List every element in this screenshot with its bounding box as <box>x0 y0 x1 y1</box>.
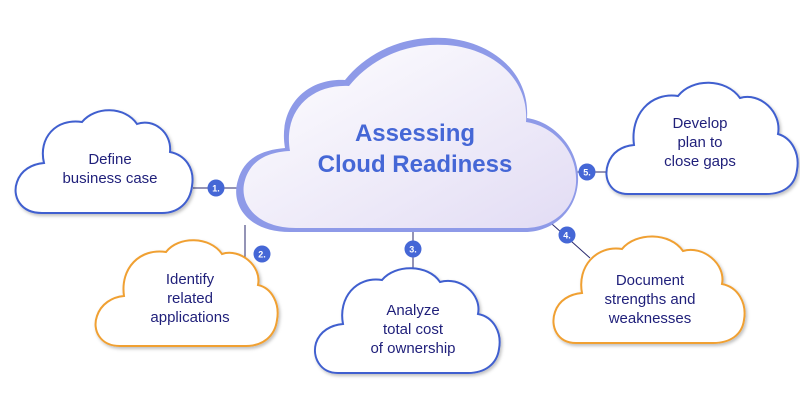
badge-4-text: 4. <box>563 231 571 241</box>
badge-5: 5. <box>578 163 596 181</box>
step-5-line-2: plan to <box>677 134 723 151</box>
step-2-line-1: Identify <box>165 271 215 288</box>
step-label-1: Define business case <box>40 150 180 188</box>
step-label-2: Identify related applications <box>120 270 260 327</box>
badge-1: 1. <box>207 179 225 197</box>
badge-3: 3. <box>404 240 422 258</box>
step-3-line-2: total cost <box>382 321 444 338</box>
step-cloud-1 <box>14 109 194 214</box>
step-cloud-3-shape <box>314 267 501 374</box>
step-label-3: Analyze total cost of ownership <box>338 301 488 358</box>
step-label-4: Document strengths and weaknesses <box>575 271 725 328</box>
badge-3-text: 3. <box>409 245 417 255</box>
center-title: Assessing Cloud Readiness <box>285 118 545 180</box>
step-4-line-1: Document <box>615 272 685 289</box>
step-cloud-1-shape <box>14 109 194 214</box>
center-title-line-1: Assessing <box>354 120 476 147</box>
step-cloud-3 <box>314 267 501 374</box>
step-1-line-1: Define <box>88 151 132 168</box>
step-4-line-3: weaknesses <box>608 310 692 327</box>
step-2-line-2: related <box>167 290 213 307</box>
badge-2-text: 2. <box>258 250 266 260</box>
step-cloud-2-shape <box>94 239 279 347</box>
badge-4: 4. <box>558 226 576 244</box>
step-2-line-3: applications <box>150 309 230 326</box>
step-cloud-4 <box>552 235 746 344</box>
badge-1-text: 1. <box>212 184 220 194</box>
step-4-line-2: strengths and <box>604 291 696 308</box>
badges: 1. 2. 3. 4. 5. <box>207 163 596 263</box>
step-5-line-1: Develop <box>672 115 728 132</box>
step-cloud-5 <box>605 81 799 195</box>
step-cloud-5-shape <box>605 81 799 195</box>
center-cloud-body <box>243 44 577 228</box>
badge-5-text: 5. <box>583 168 591 178</box>
step-cloud-4-shape <box>552 235 746 344</box>
step-label-5: Develop plan to close gaps <box>630 114 770 171</box>
step-5-line-3: close gaps <box>664 153 736 170</box>
step-cloud-2 <box>94 239 279 347</box>
center-cloud <box>236 37 579 233</box>
center-title-line-2: Cloud Readiness <box>317 151 513 178</box>
step-1-line-2: business case <box>62 170 158 187</box>
step-3-line-1: Analyze <box>386 302 440 319</box>
badge-2: 2. <box>253 245 271 263</box>
step-3-line-3: of ownership <box>370 340 456 357</box>
